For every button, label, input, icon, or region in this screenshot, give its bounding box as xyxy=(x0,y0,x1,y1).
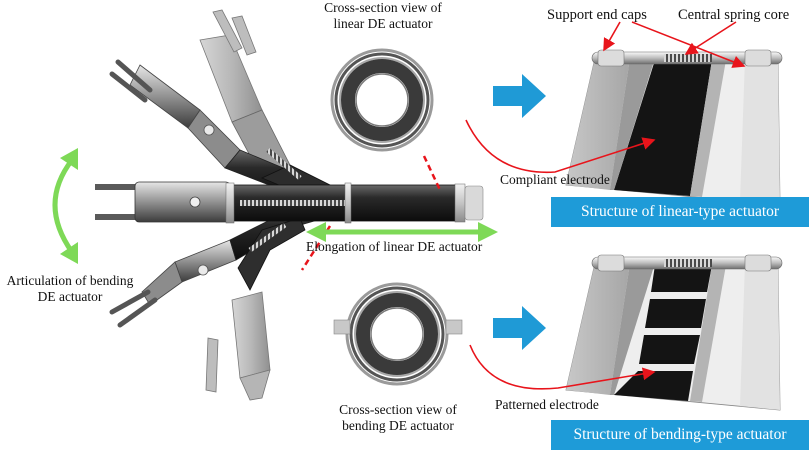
elongation-arrow xyxy=(306,222,498,242)
cross-section-linear-label: Cross-section view of linear DE actuator xyxy=(318,0,448,32)
cross-section-bending-label: Cross-section view of bending DE actuato… xyxy=(333,402,463,434)
articulation-arrow xyxy=(52,148,78,264)
linear-type-panel xyxy=(565,49,783,206)
upper-articulated-arm xyxy=(109,9,341,201)
bending-dashed-link xyxy=(300,225,332,271)
articulation-line-2: DE actuator xyxy=(37,289,103,304)
compliant-electrode-label: Compliant electrode xyxy=(500,172,610,187)
lower-articulated-arm xyxy=(109,204,336,401)
bending-type-panel xyxy=(565,254,783,411)
cross-section-bending-line-2: bending DE actuator xyxy=(342,418,454,433)
cross-section-linear-line-1: Cross-section view of xyxy=(324,0,442,15)
cross-section-bending-line-1: Cross-section view of xyxy=(339,402,457,417)
articulation-line-1: Articulation of bending xyxy=(6,273,134,288)
articulation-label: Articulation of bending DE actuator xyxy=(0,273,140,305)
callout-lines xyxy=(465,21,746,390)
patterned-electrode-label: Patterned electrode xyxy=(495,397,599,412)
linear-structure-banner: Structure of linear-type actuator xyxy=(551,197,809,227)
cross-section-linear-line-2: linear DE actuator xyxy=(333,16,433,31)
patterned-electrode-strip xyxy=(614,371,693,401)
bending-cross-section xyxy=(333,282,463,386)
bending-structure-banner: Structure of bending-type actuator xyxy=(551,420,809,450)
flow-arrow-linear xyxy=(493,74,546,118)
linear-dashed-link xyxy=(422,155,442,191)
linear-cross-section xyxy=(330,48,434,152)
compliant-electrode-strip xyxy=(614,60,712,196)
flow-arrow-bending xyxy=(493,306,546,350)
support-end-caps-label: Support end caps xyxy=(547,7,647,23)
straight-actuator xyxy=(95,181,484,224)
central-spring-core-label: Central spring core xyxy=(678,7,790,23)
elongation-label: Elongation of linear DE actuator xyxy=(306,239,483,254)
